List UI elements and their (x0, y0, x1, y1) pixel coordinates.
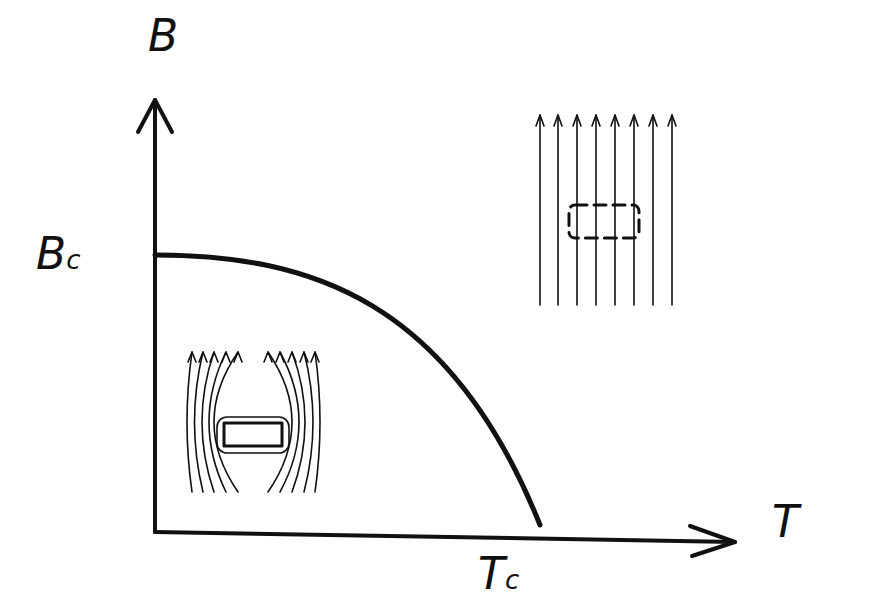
critical-field-label: Bc (36, 232, 80, 276)
expelled-field-lines (187, 352, 320, 492)
field-arrowheads (536, 115, 676, 126)
y-axis (153, 100, 157, 532)
field-line (202, 352, 214, 492)
axis-label: T (772, 500, 799, 544)
axis-label: B (148, 14, 178, 58)
x-axis-arrowhead (690, 526, 735, 556)
penetrating-field-lines (536, 115, 676, 305)
field-line (187, 352, 192, 492)
normal-sample (569, 205, 639, 238)
field-line (292, 352, 305, 492)
x-axis (155, 532, 735, 542)
critical-temperature-label: Tc (478, 552, 519, 596)
field-line (315, 352, 320, 492)
critical-field-curve (155, 255, 540, 525)
field-lines (540, 115, 672, 305)
field-arrowheads (188, 352, 319, 362)
superconductor-sample (224, 423, 282, 446)
y-axis-arrowhead (138, 100, 172, 132)
field-line-loop (217, 417, 289, 453)
field-line (304, 352, 313, 492)
